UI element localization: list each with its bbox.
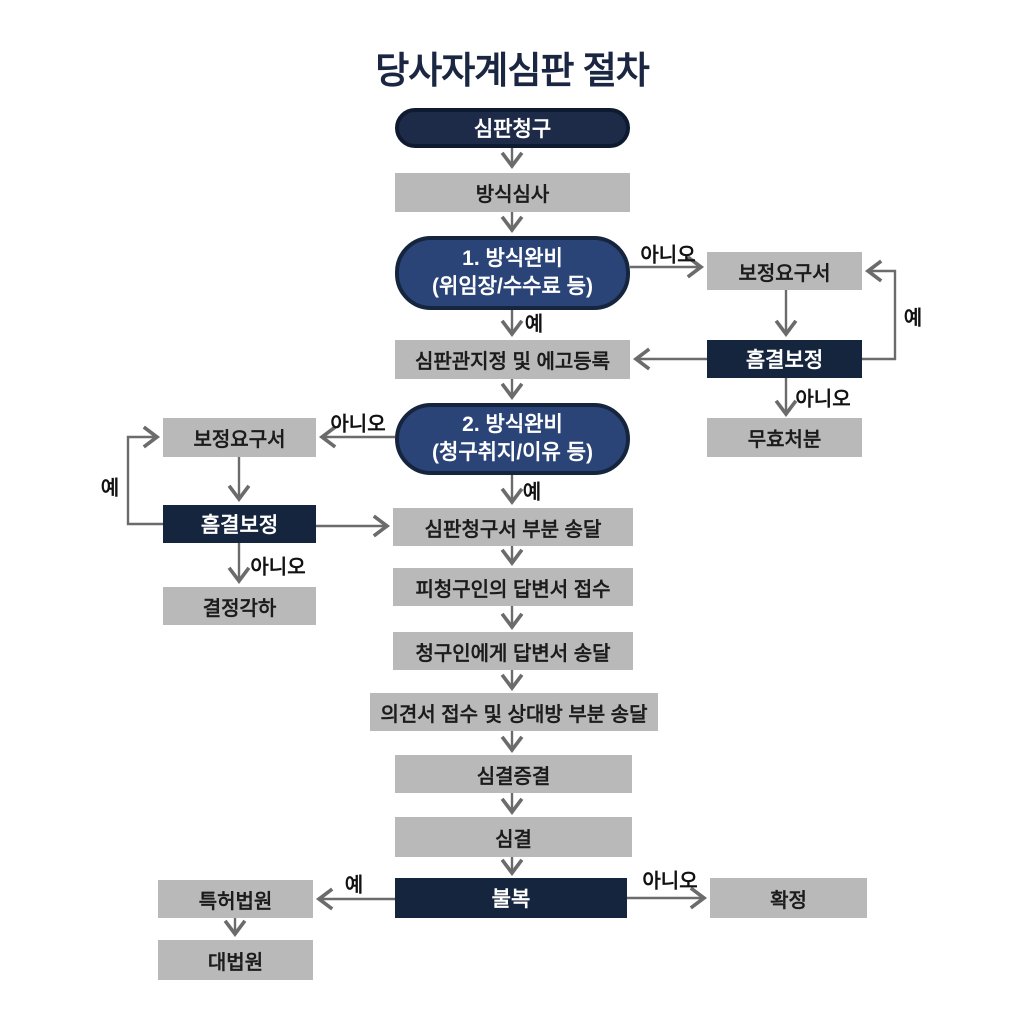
node-correction-request-right-label: 보정요구서 xyxy=(738,262,831,285)
arrow-defect-right-yes-loop xyxy=(862,259,897,361)
node-supreme-court-label: 대법원 xyxy=(207,951,264,974)
node-formality1-line2: (위임장/수수료 등) xyxy=(432,275,593,298)
node-decision-rejection: 결정각하 xyxy=(163,587,316,625)
node-correction-request-left-label: 보정요구서 xyxy=(193,429,286,451)
edge-label-yes-formality1: 예 xyxy=(524,313,544,336)
node-invalidation: 무효처분 xyxy=(707,418,862,457)
node-request-service: 심판청구서 부분 송달 xyxy=(393,508,633,546)
node-formality-exam-label: 방식심사 xyxy=(475,184,550,206)
page-title: 당사자계심판 절차 xyxy=(375,50,650,91)
node-final-decision-label: 확정 xyxy=(770,889,807,912)
node-start-label: 심판청구 xyxy=(473,118,552,141)
node-formality1-line1: 1. 방식완비 xyxy=(462,246,563,270)
node-trial-closing: 심결증결 xyxy=(395,755,632,793)
node-answer-receipt-label: 피청구인의 답변서 접수 xyxy=(415,578,611,601)
node-supreme-court: 대법원 xyxy=(158,940,313,980)
node-answer-service-label: 청구인에게 답변서 송달 xyxy=(415,642,611,665)
node-formality2: 2. 방식완비 (청구취지/이유 등) xyxy=(395,403,630,475)
node-trial-decision: 심결 xyxy=(395,817,632,857)
node-formality2-line1: 2. 방식완비 xyxy=(462,412,563,436)
edge-label-yes-loop-left: 예 xyxy=(100,477,120,500)
node-trial-decision-label: 심결 xyxy=(495,828,532,851)
node-defect-correction-right: 흠결보정 xyxy=(707,340,862,378)
edge-label-yes-appeal: 예 xyxy=(344,874,364,897)
node-opinion-service-label: 의견서 접수 및 상대방 부분 송달 xyxy=(380,703,648,726)
node-examiner-designation: 심판관지정 및 에고등록 xyxy=(395,340,630,379)
node-trial-closing-label: 심결증결 xyxy=(476,765,551,788)
node-invalidation-label: 무효처분 xyxy=(747,429,822,451)
node-patent-court: 특허법원 xyxy=(158,880,313,918)
node-opinion-service: 의견서 접수 및 상대방 부분 송달 xyxy=(370,693,658,731)
node-defect-correction-left-label: 흠결보정 xyxy=(200,514,279,537)
node-formality2-line2: (청구취지/이유 등) xyxy=(432,441,593,464)
node-correction-request-right: 보정요구서 xyxy=(707,252,862,290)
node-formality-exam: 방식심사 xyxy=(395,173,630,212)
node-defect-correction-right-label: 흠결보정 xyxy=(745,349,824,372)
node-formality1: 1. 방식완비 (위임장/수수료 등) xyxy=(395,236,630,310)
edge-label-no-formality2: 아니오 xyxy=(330,413,386,436)
edge-label-yes-formality2: 예 xyxy=(522,481,542,504)
edge-label-no-defect-right: 아니오 xyxy=(795,388,851,411)
edge-label-no-formality1: 아니오 xyxy=(640,244,696,267)
node-defect-correction-left: 흠결보정 xyxy=(163,505,316,543)
node-appeal-label: 불복 xyxy=(491,888,531,911)
node-correction-request-left: 보정요구서 xyxy=(163,418,316,457)
node-appeal: 불복 xyxy=(395,878,627,918)
node-patent-court-label: 특허법원 xyxy=(198,890,273,913)
node-final-decision: 확정 xyxy=(710,878,867,918)
node-request-service-label: 심판청구서 부분 송달 xyxy=(424,518,602,541)
arrow-defect-left-yes-loop xyxy=(126,425,163,526)
node-examiner-designation-label: 심판관지정 및 에고등록 xyxy=(414,351,611,373)
node-start: 심판청구 xyxy=(395,108,630,148)
node-answer-receipt: 피청구인의 답변서 접수 xyxy=(393,568,633,606)
node-decision-rejection-label: 결정각하 xyxy=(202,597,277,620)
node-answer-service: 청구인에게 답변서 송달 xyxy=(393,632,633,670)
edge-label-no-appeal: 아니오 xyxy=(642,870,698,893)
edge-label-yes-loop-right: 예 xyxy=(903,307,923,330)
edge-label-no-defect-left: 아니오 xyxy=(250,556,306,579)
